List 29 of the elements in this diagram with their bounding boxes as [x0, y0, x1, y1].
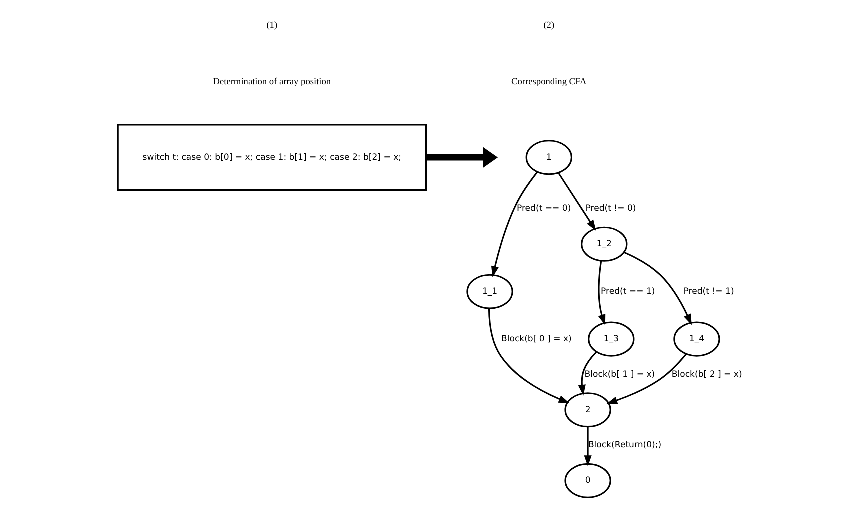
node-box: switch t: case 0: b[0] = x; case 1: b[1] = x; case 2: b[2] = x;: [117, 124, 427, 192]
label: Determination of array position: [213, 78, 332, 88]
node-ellipse: 1_4: [674, 322, 720, 357]
edge-label: Pred(t == 0): [516, 204, 572, 214]
edge-label: Block(b[ 2 ] = x): [672, 370, 742, 380]
edge-label: Block(b[ 1 ] = x): [584, 370, 656, 380]
label: (2): [544, 20, 555, 31]
node-ellipse: 2: [564, 392, 612, 428]
node-ellipse: 0: [564, 463, 612, 498]
edge-label: Block(Return(0);): [588, 440, 662, 451]
edge-label: Block(b[ 0 ] = x): [502, 334, 572, 344]
node-ellipse: 1_2: [581, 226, 628, 262]
arrow: [584, 426, 592, 467]
arrow: [491, 172, 538, 278]
arrow: [606, 354, 687, 404]
label: (1): [266, 20, 278, 31]
edge-label: Pred(t != 0): [586, 204, 636, 214]
edge-label: Pred(t != 1): [684, 287, 734, 298]
node-ellipse: 1: [526, 140, 572, 176]
arrow: [558, 172, 596, 232]
node-ellipse: 1_3: [588, 322, 635, 357]
edge-label: Pred(t == 1): [601, 287, 656, 298]
arrow: [488, 308, 570, 404]
arrow: [426, 147, 498, 168]
arrow: [598, 261, 606, 326]
arrow: [578, 352, 598, 396]
node-ellipse: 1_1: [466, 274, 514, 310]
label: Corresponding CFA: [512, 78, 587, 88]
arrow: [624, 252, 692, 326]
